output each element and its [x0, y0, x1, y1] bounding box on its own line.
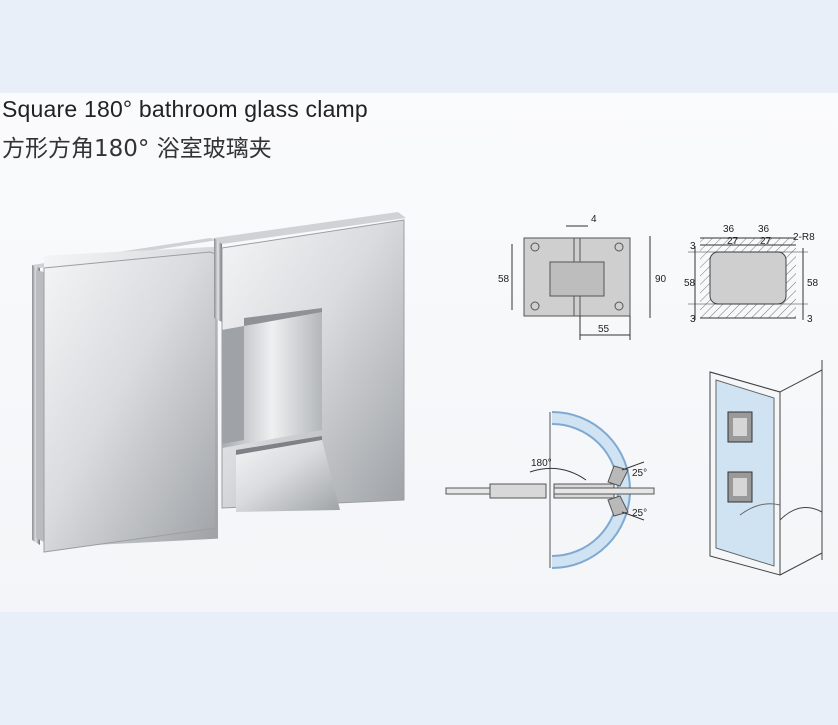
- side-dim-left-bottom: 3: [690, 314, 696, 325]
- side-dim-top-left: 36: [723, 224, 735, 235]
- side-dim-top-right: 36: [758, 224, 770, 235]
- side-view-drawing: [688, 237, 808, 320]
- side-dim-right-bottom: 3: [807, 314, 813, 325]
- front-view-drawing: [511, 225, 651, 340]
- side-dim-left-height: 58: [684, 278, 696, 289]
- rotation-angle-top: 25°: [632, 468, 647, 479]
- top-background-band: [0, 0, 838, 93]
- side-dim-right-height: 58: [807, 278, 819, 289]
- side-dim-left-top: 3: [690, 241, 696, 252]
- rotation-angle-label: 180°: [531, 458, 552, 469]
- product-title-english: Square 180° bathroom glass clamp: [2, 96, 368, 122]
- rotation-angle-bottom: 25°: [632, 508, 647, 519]
- front-dim-right-height: 90: [655, 274, 667, 285]
- side-dim-inner-right: 27: [760, 236, 772, 247]
- front-dim-left-height: 58: [498, 274, 510, 285]
- hinge-photo: [32, 212, 406, 553]
- front-dim-gap: 4: [591, 214, 597, 225]
- front-dim-bottom-width: 55: [598, 324, 610, 335]
- product-title-chinese: 方形方角180° 浴室玻璃夹: [2, 136, 272, 162]
- rotation-diagram: [445, 411, 655, 569]
- side-dim-radius: 2-R8: [793, 232, 815, 243]
- side-dim-inner-left: 27: [727, 236, 739, 247]
- bottom-background-band: [0, 612, 838, 725]
- shower-enclosure-sketch: [709, 360, 823, 576]
